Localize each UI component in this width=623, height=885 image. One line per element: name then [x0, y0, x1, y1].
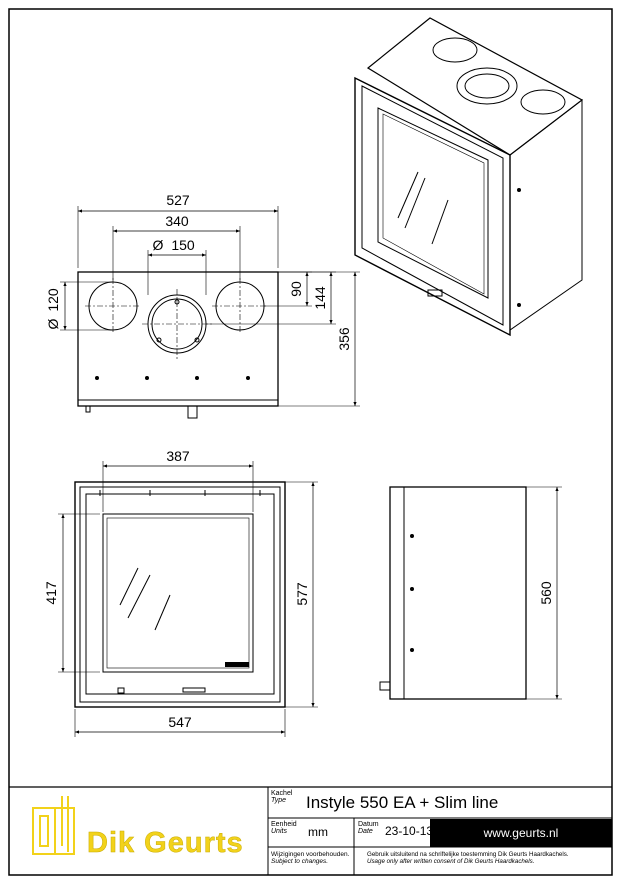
- dim-glass-height: 417: [43, 581, 59, 605]
- dim-side-height: 560: [538, 581, 554, 605]
- date-value: 23-10-13: [385, 824, 434, 838]
- top-view: [60, 206, 360, 419]
- type-label-en: Type: [271, 797, 287, 804]
- type-label: Kachel Type: [271, 790, 292, 804]
- dim-center-height: 144: [312, 286, 328, 310]
- usage-note-nl: Gebruik uitsluitend na schriftelijke toe…: [367, 851, 569, 858]
- dim-top-pipe: Ø 150: [153, 237, 195, 253]
- changes-note-en: Subject to changes.: [271, 858, 329, 865]
- usage-note-en: Usage only after written consent of Dik …: [367, 858, 535, 865]
- changes-note: Wijzigingen voorbehouden. Subject to cha…: [271, 851, 349, 865]
- dim-hole-offset: 90: [288, 281, 304, 297]
- usage-note: Gebruik uitsluitend na schriftelijke toe…: [367, 851, 569, 865]
- date-label-en: Date: [358, 828, 373, 835]
- isometric-view: [354, 17, 584, 337]
- side-view: [379, 486, 562, 700]
- dim-top-spacing: 340: [165, 213, 189, 229]
- type-value: Instyle 550 EA + Slim line: [306, 793, 499, 812]
- type-label-nl: Kachel: [271, 790, 293, 797]
- dim-top-depth: 356: [336, 327, 352, 351]
- dim-top-width: 527: [166, 192, 190, 208]
- svg-text:Ø: Ø: [153, 237, 164, 253]
- logo-icon: [32, 796, 75, 855]
- front-view: [58, 461, 318, 737]
- date-label: Datum Date: [358, 821, 379, 835]
- units-label-en: Units: [271, 828, 287, 835]
- svg-text:Ø: Ø: [45, 318, 61, 329]
- changes-note-nl: Wijzigingen voorbehouden.: [271, 851, 350, 858]
- dim-side-hole: Ø 120: [45, 288, 61, 329]
- dim-front-height: 577: [294, 582, 310, 606]
- sheet-border: [8, 8, 613, 876]
- titleblock-grid: [9, 786, 612, 875]
- dim-glass-width: 387: [166, 448, 190, 464]
- dim-top-pipe-value: 150: [171, 237, 195, 253]
- dim-front-width: 547: [168, 714, 192, 730]
- date-label-nl: Datum: [358, 821, 379, 828]
- logo-text: Dik Geurts: [87, 827, 244, 860]
- units-value: mm: [308, 825, 328, 839]
- units-label-nl: Eenheid: [271, 821, 297, 828]
- title-block: Dik Geurts Kachel Type Instyle 550 EA + …: [9, 787, 612, 875]
- units-label: Eenheid Units: [271, 821, 297, 835]
- website-link[interactable]: www.geurts.nl: [430, 819, 612, 847]
- dim-side-hole-value: 120: [45, 288, 61, 312]
